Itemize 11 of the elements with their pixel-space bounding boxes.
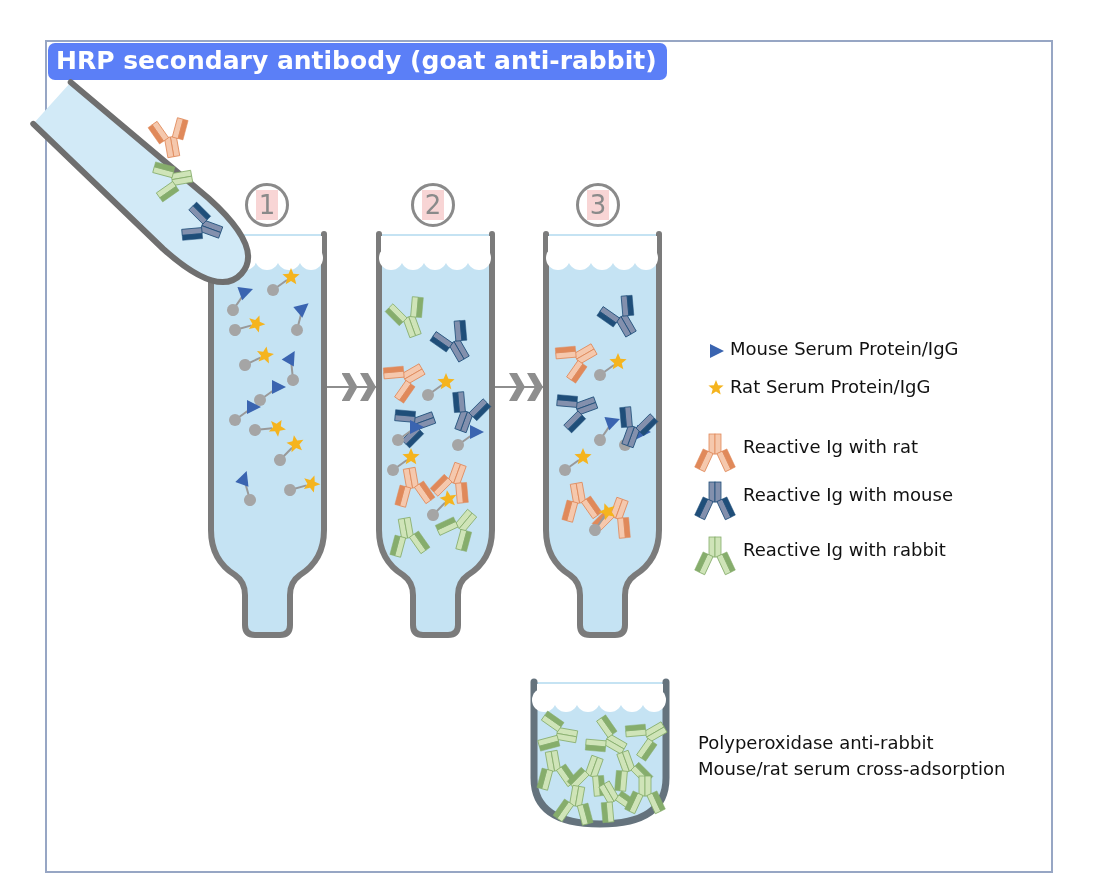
legend-text: Mouse Serum Protein/IgG	[730, 338, 959, 359]
step-number: 1	[245, 183, 289, 227]
legend-text: Rat Serum Protein/IgG	[730, 376, 931, 397]
step-number: 3	[576, 183, 620, 227]
caption-text: Polyperoxidase anti-rabbit	[698, 732, 934, 753]
legend-text: Reactive Ig with rabbit	[743, 539, 946, 560]
step-number: 2	[411, 183, 455, 227]
legend-text: Reactive Ig with rat	[743, 436, 919, 457]
caption-text: Mouse/rat serum cross-adsorption	[698, 758, 1006, 779]
legend-text: Reactive Ig with mouse	[743, 484, 953, 505]
title-banner: HRP secondary antibody (goat anti-rabbit)	[48, 43, 667, 80]
